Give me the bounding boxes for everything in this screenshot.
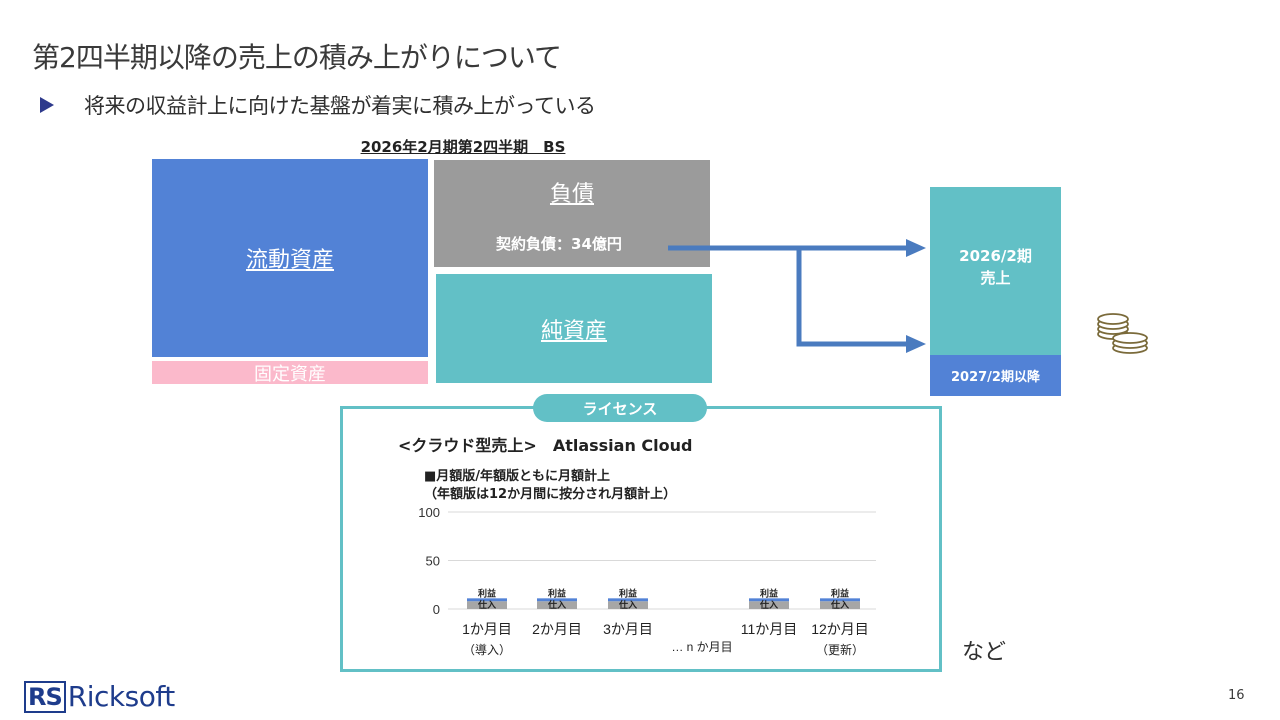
note-monthly: ■月額版/年額版ともに月額計上 [424, 469, 611, 484]
net-assets-label: 純資産 [540, 318, 607, 344]
bar-cost [820, 601, 860, 609]
x-tick-sublabel: （導入） [463, 643, 511, 657]
logo-text: Ricksoft [67, 680, 175, 713]
bar-profit [467, 598, 507, 602]
etc-label: など [962, 640, 1007, 665]
coins-icon [1097, 313, 1148, 354]
bar-cost [467, 601, 507, 609]
bar-profit [608, 598, 648, 602]
page-number: 16 [1228, 688, 1245, 703]
data-label-profit: 利益 [618, 587, 637, 598]
note-annual: （年額版は12か月間に按分され月額計上） [424, 487, 677, 502]
net-assets-box: 純資産 [436, 274, 712, 383]
x-tick-label: 1か月目 [462, 621, 512, 637]
bar-profit [749, 598, 789, 602]
ricksoft-logo: RS Ricksoft [24, 680, 175, 713]
future-sales-label: 2027/2期以降 [951, 370, 1040, 385]
data-label-cost: 仕入 [830, 599, 849, 610]
x-tick-label: 11か月目 [741, 621, 798, 637]
data-label-cost: 仕入 [477, 599, 496, 610]
current-assets-box: 流動資産 [152, 159, 428, 357]
fixed-assets-label: 固定資産 [254, 363, 326, 385]
y-tick-label: 100 [418, 505, 440, 520]
data-label-profit: 利益 [830, 587, 849, 598]
liabilities-label: 負債 [549, 182, 594, 207]
bar-profit [820, 598, 860, 602]
data-label-cost: 仕入 [759, 599, 778, 610]
bar-profit [537, 598, 577, 602]
current-assets-label: 流動資産 [245, 248, 334, 273]
y-tick-label: 50 [426, 554, 440, 569]
bs-title: 2026年2月期第2四半期 BS [360, 138, 566, 156]
data-label-cost: 仕入 [547, 599, 566, 610]
logo-mark: RS [24, 680, 66, 713]
current-sales-period: 2026/2期 [959, 247, 1032, 265]
cloud-heading: <クラウド型売上> Atlassian Cloud [398, 436, 693, 455]
bar-cost [537, 601, 577, 609]
bullet-row: 将来の収益計上に向けた基盤が着実に積み上がっている [40, 90, 596, 120]
contract-liabilities-label: 契約負債：34億円 [496, 235, 622, 253]
arrow-to-future-sales [796, 248, 906, 347]
x-tick-label: 2か月目 [532, 621, 582, 637]
current-sales-box: 2026/2期 売上 [930, 187, 1061, 355]
data-label-profit: 利益 [759, 587, 778, 598]
future-sales-box: 2027/2期以降 [930, 355, 1061, 396]
x-tick-sublabel: （更新） [816, 642, 864, 657]
slide-title: 第2四半期以降の売上の積み上がりについて [32, 41, 562, 74]
liabilities-box: 負債 契約負債：34億円 [434, 160, 710, 267]
bullet-text: 将来の収益計上に向けた基盤が着実に積み上がっている [84, 94, 596, 118]
bullet-triangle-icon [40, 97, 54, 113]
bar-cost [608, 601, 648, 609]
arrowhead-upper-icon [906, 239, 926, 257]
x-tick-label: 3か月目 [603, 621, 653, 637]
license-pill: ライセンス [533, 394, 707, 422]
data-label-profit: 利益 [547, 587, 566, 598]
current-sales-label: 売上 [980, 269, 1011, 287]
bar-cost [749, 601, 789, 609]
arrowhead-lower-icon [906, 335, 926, 353]
x-tick-label: 12か月目 [811, 621, 869, 637]
data-label-cost: 仕入 [618, 599, 637, 610]
fixed-assets-box: 固定資産 [152, 361, 428, 385]
gap-label: … n か月目 [671, 640, 732, 654]
data-label-profit: 利益 [477, 587, 496, 598]
y-tick-label: 0 [433, 602, 440, 617]
